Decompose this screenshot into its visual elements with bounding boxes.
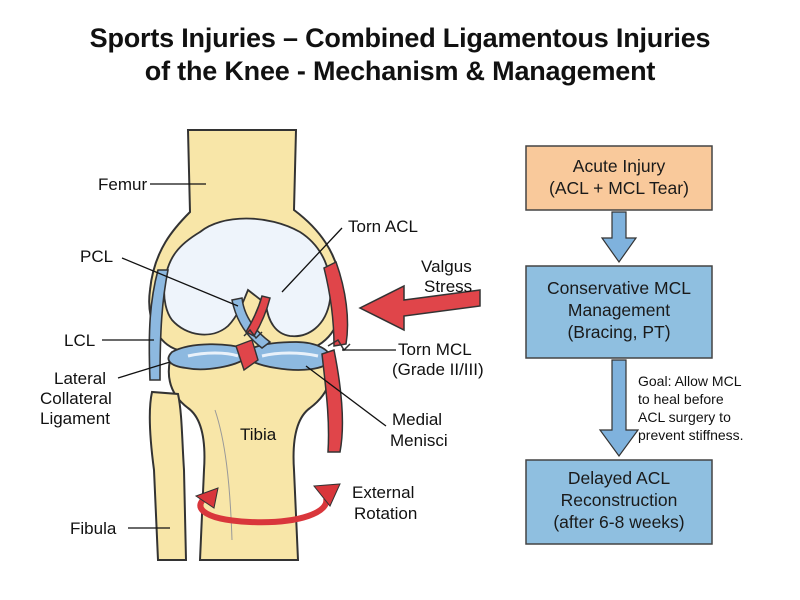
diagram-title: Sports Injuries – Combined Ligamentous I…	[0, 22, 800, 88]
label-torn-mcl-1: Torn MCL	[398, 340, 472, 359]
flow-step3-line3: (after 6-8 weeks)	[553, 512, 684, 532]
flow-arrow-1	[600, 211, 638, 264]
title-line-1: Sports Injuries – Combined Ligamentous I…	[89, 23, 711, 53]
torn-mcl-ligament	[323, 260, 349, 347]
flow-step2-line2: Management	[568, 300, 670, 320]
label-external-2: Rotation	[354, 504, 417, 523]
flow-step2-line3: (Bracing, PT)	[567, 322, 670, 342]
label-lateral-2: Collateral	[40, 389, 112, 408]
label-medial-1: Medial	[392, 410, 442, 429]
flow-step-conservative-mcl	[525, 265, 713, 359]
label-torn-mcl-2: (Grade II/III)	[392, 360, 484, 379]
valgus-stress-arrow	[358, 284, 481, 332]
flow-arrow-2	[598, 359, 640, 458]
label-valgus-2: Stress	[424, 277, 472, 296]
label-valgus-1: Valgus	[421, 257, 472, 276]
label-fibula: Fibula	[70, 519, 117, 538]
flow-step2-line1: Conservative MCL	[547, 278, 691, 298]
knee-illustration	[148, 129, 481, 561]
management-flowchart: Acute Injury (ACL + MCL Tear) Conservati…	[525, 145, 744, 545]
label-lateral-3: Ligament	[40, 409, 110, 428]
label-tibia: Tibia	[240, 425, 277, 444]
label-femur: Femur	[98, 175, 147, 194]
external-rotation-arrow	[197, 492, 330, 526]
goal-line2: to heal before	[638, 391, 724, 407]
goal-line4: prevent stiffness.	[638, 427, 744, 443]
flow-step1-line1: Acute Injury	[573, 156, 666, 176]
tibia-bone	[167, 359, 332, 561]
title-line-2: of the Knee - Mechanism & Management	[144, 56, 656, 86]
fibula-bone	[148, 390, 188, 561]
label-medial-2: Menisci	[390, 431, 448, 450]
label-lateral-1: Lateral	[54, 369, 106, 388]
goal-line3: ACL surgery to	[638, 409, 731, 425]
flow-step-delayed-acl	[525, 459, 713, 545]
label-pcl: PCL	[80, 247, 113, 266]
leader-lines	[102, 183, 396, 529]
label-torn-acl: Torn ACL	[348, 217, 418, 236]
flow-step3-line1: Delayed ACL	[568, 468, 670, 488]
label-external-1: External	[352, 483, 414, 502]
flow-step-acute-injury	[525, 145, 713, 211]
label-lcl: LCL	[64, 331, 95, 350]
goal-line1: Goal: Allow MCL	[638, 373, 742, 389]
flow-step1-line2: (ACL + MCL Tear)	[549, 178, 689, 198]
lcl-ligament	[148, 269, 169, 381]
flow-step3-line2: Reconstruction	[561, 490, 678, 510]
